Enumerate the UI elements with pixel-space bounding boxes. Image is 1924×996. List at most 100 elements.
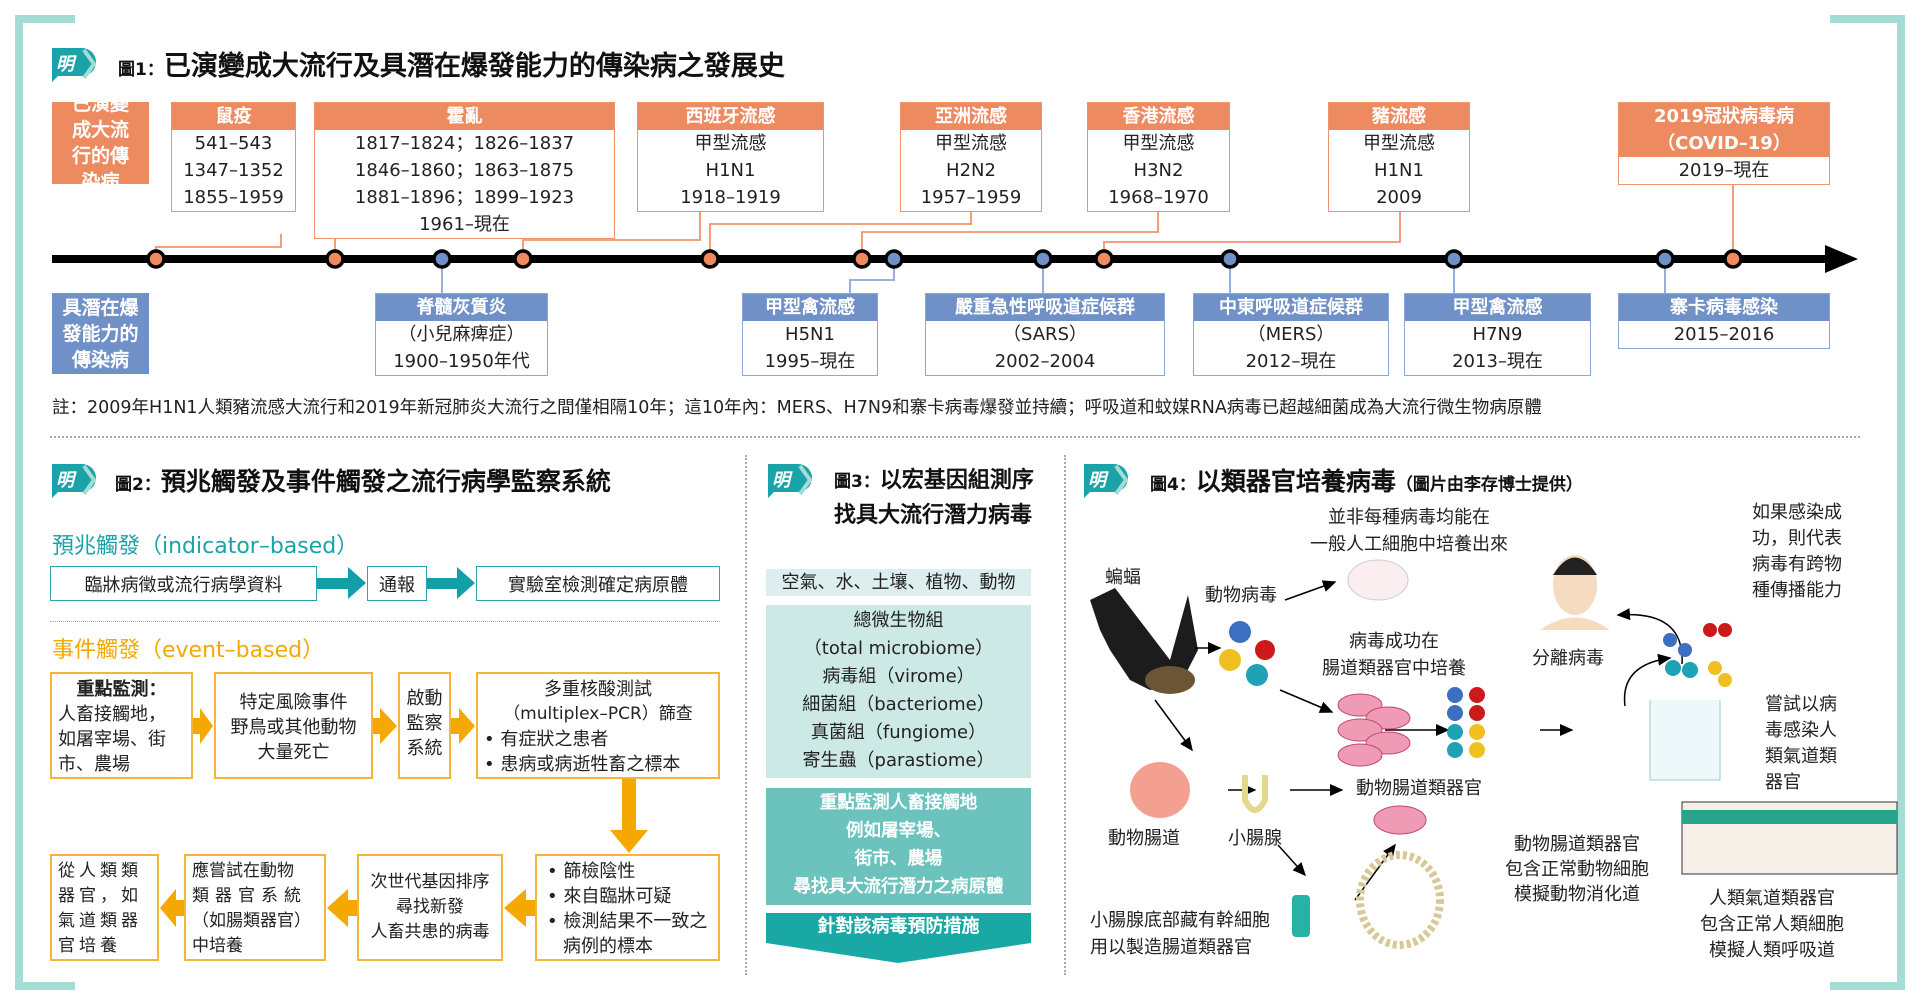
fig3-title-line: 以宏基因組測序: [879, 468, 1034, 493]
human-organoid-desc: 人類氣道類器官包含正常人類細胞模擬人類呼吸道: [1700, 886, 1844, 964]
fig3-action-arrow-icon: [766, 913, 1031, 963]
box-line: H2N2: [946, 160, 996, 181]
box-line: 1918–1919: [680, 187, 781, 208]
box-line: 2015–2016: [1673, 324, 1775, 345]
box-title-line: 2019冠狀病毒病: [1653, 106, 1795, 127]
microbiome-line: 總微生物組: [853, 610, 944, 631]
frame-corner-tr: [1830, 15, 1905, 23]
potential-box-h7n9: 甲型禽流感 H7N9 2013–現在: [1404, 293, 1591, 376]
gut-icon: [1130, 762, 1190, 818]
event-box-screen: • 篩檢陰性 • 來自臨牀可疑 • 檢測結果不一致之病例的標本: [535, 854, 720, 961]
box-line: H3N2: [1133, 160, 1184, 181]
box-line: 啟動: [406, 688, 443, 709]
dot-cholera: [325, 249, 345, 269]
box-line: 人畜接觸地，: [58, 704, 166, 725]
fig4-illustration: [1090, 555, 1898, 949]
box-line: 541–543: [194, 133, 273, 154]
dot-asian-flu: [700, 249, 720, 269]
box-line: H5N1: [785, 324, 835, 345]
indicator-step-report: 通報: [367, 566, 427, 601]
note-line: 包含正常動物細胞: [1505, 859, 1649, 880]
fig2-label: 圖2：: [115, 475, 161, 495]
box-title-line: （COVID–19）: [1657, 133, 1791, 154]
bullet-item: • 來自臨牀可疑: [547, 886, 672, 907]
fig1-note: 註：2009年H1N1人類豬流感大流行和2019年新冠肺炎大流行之間僅相隔10年…: [52, 398, 1542, 418]
box-title: 脊髓灰質炎: [376, 294, 547, 321]
box-line: 市、農場: [58, 754, 130, 775]
ming-logo-icon: 明: [1084, 464, 1129, 498]
event-box-human-organoid: 從人類類 器官，如 氣道類器 官培養: [50, 854, 159, 961]
arrow-right-icon: [317, 567, 366, 599]
box-title: 嚴重急性呼吸道症候群: [926, 294, 1164, 321]
focus-line: 例如屠宰場、: [846, 821, 951, 841]
organoid-dish-icon: [1373, 805, 1427, 835]
box-line: 次世代基因排序: [370, 872, 490, 892]
potential-box-sars: 嚴重急性呼吸道症候群 （SARS） 2002–2004: [925, 293, 1165, 376]
svg-text:明: 明: [56, 54, 77, 75]
arrow-right-icon: [451, 708, 475, 744]
note-line: 器官: [1765, 772, 1801, 793]
organoid-desc: 動物腸道類器官包含正常動物細胞模擬動物消化道: [1505, 832, 1649, 907]
box-line: H1N1: [1374, 160, 1424, 181]
fig2-divider: [50, 621, 720, 622]
box-line: 2012–現在: [1245, 351, 1337, 372]
note-line: 腸道類器官中培養: [1322, 658, 1466, 679]
frame-corner-bl: [15, 420, 23, 990]
step-text: 臨牀病徵或流行病學資料: [84, 574, 283, 596]
box-line: （MERS）: [1247, 324, 1335, 345]
organoid-ring-icon: [1356, 851, 1444, 949]
box-line: （如腸類器官）: [192, 911, 311, 931]
note-line: 類氣道類: [1765, 746, 1837, 767]
event-box-risk: 特定風險事件 野鳥或其他動物 大量死亡: [214, 672, 373, 779]
dot-polio: [432, 249, 452, 269]
note-line: 一般人工細胞中培養出來: [1310, 534, 1508, 555]
arrow-left-icon: [327, 889, 357, 927]
microbiome-line: 真菌組（fungiome）: [810, 722, 987, 743]
box-line: 1817–1824；1826–1837: [354, 133, 575, 154]
note-line: 如果感染成: [1752, 502, 1842, 523]
crypt-icon: [1242, 775, 1268, 813]
not-every-note: 並非每種病毒均能在一般人工細胞中培養出來: [1310, 504, 1508, 558]
fig3-label: 圖3：: [834, 472, 880, 492]
pandemic-box-covid: 2019冠狀病毒病 （COVID–19） 2019–現在: [1618, 102, 1830, 185]
box-title: 甲型禽流感: [743, 294, 877, 321]
note-line: 病毒成功在: [1349, 631, 1439, 652]
arrow-left-icon: [160, 889, 184, 927]
cell-dish-icon: [1347, 559, 1409, 601]
note-line: 用以製造腸道類器官: [1090, 937, 1252, 958]
box-title: 甲型禽流感: [1405, 294, 1590, 321]
fig1-label: 圖1：: [118, 60, 164, 80]
box-line: （SARS）: [1002, 324, 1087, 345]
potential-box-h5n1: 甲型禽流感 H5N1 1995–現在: [742, 293, 878, 376]
ming-logo-icon: 明: [52, 48, 97, 82]
dot-plague: [146, 249, 166, 269]
potential-box-mers: 中東呼吸道症候群 （MERS） 2012–現在: [1193, 293, 1389, 376]
potential-box-zika: 寨卡病毒感染 2015–2016: [1618, 293, 1830, 349]
box-line: 1855–1959: [183, 187, 284, 208]
fig2-title: 圖2：預兆觸發及事件觸發之流行病學監察系統: [115, 462, 611, 498]
box-line: 1968–1970: [1108, 187, 1209, 208]
timeline: [52, 181, 1858, 293]
bullet-text: 來自臨牀可疑: [563, 886, 672, 907]
dot-hk-flu: [852, 249, 872, 269]
section-divider: [50, 436, 1860, 438]
success-label: 病毒成功在腸道類器官中培養: [1322, 628, 1466, 682]
focus-line: 重點監測人畜接觸地: [819, 793, 978, 813]
timeline-arrow-icon: [1825, 245, 1858, 273]
fig4-title: 圖4：以類器官培養病毒（圖片由李存博士提供）: [1150, 462, 1583, 498]
box-line: 2019–現在: [1678, 160, 1770, 181]
note-line: 嘗試以病: [1765, 694, 1837, 715]
box-line: 如屠宰場、街: [58, 729, 166, 750]
potential-box-polio: 脊髓灰質炎 （小兒麻痺症） 1900–1950年代: [375, 293, 548, 376]
ming-logo-icon: 明: [768, 464, 813, 498]
note-line: 並非每種病毒均能在: [1328, 507, 1490, 528]
arrow-right-icon: [373, 708, 397, 744]
focus-line: 尋找具大流行潛力之病原體: [793, 877, 1004, 897]
box-line: 特定風險事件: [239, 692, 348, 713]
pandemic-box-hk-flu: 香港流感 甲型流感 H3N2 1968–1970: [1087, 102, 1230, 212]
dot-h7n9: [1444, 249, 1464, 269]
bullet-text: 患病或病逝牲畜之標本: [500, 754, 681, 775]
note-line: 小腸腺底部藏有幹細胞: [1090, 910, 1270, 931]
box-line: 甲型流感: [1122, 133, 1195, 154]
box-title: 霍亂: [315, 103, 614, 130]
